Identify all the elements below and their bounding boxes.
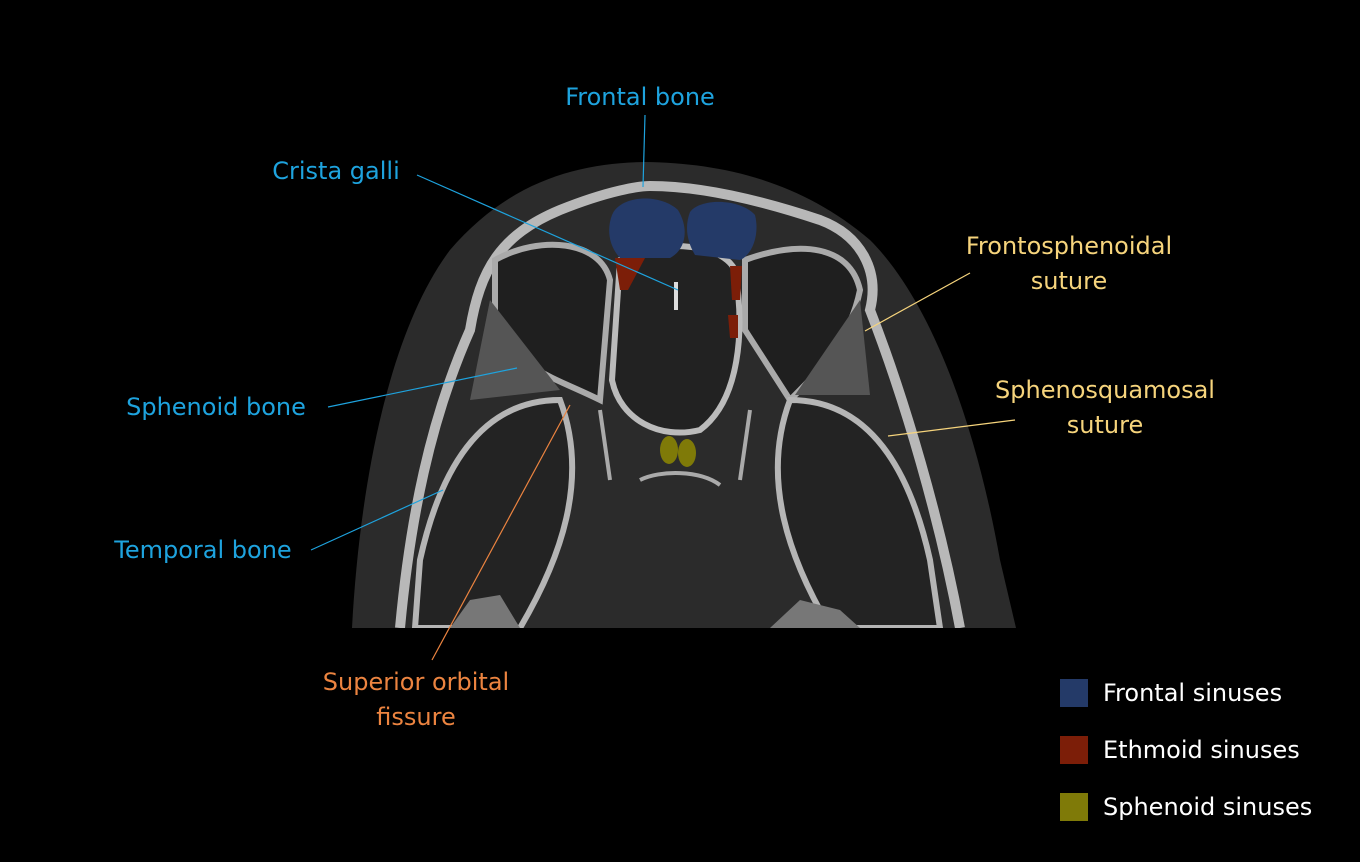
label-line: Superior orbital xyxy=(322,668,510,696)
label-line: suture xyxy=(1030,267,1108,295)
frontal-sinus-left xyxy=(609,198,685,258)
label-line: Sphenosquamosal xyxy=(995,376,1215,404)
sphenoid-sinus-left xyxy=(660,436,678,464)
leader-temporal-bone xyxy=(310,489,444,551)
legend-swatch xyxy=(1060,679,1088,707)
label-line: fissure xyxy=(376,703,456,731)
frontal-sinus-right xyxy=(687,201,757,260)
skull-bone xyxy=(395,180,965,628)
leader-crista-galli xyxy=(416,174,679,291)
legend-label: Frontal sinuses xyxy=(1103,679,1283,707)
leader-frontosphenoidal xyxy=(864,272,971,332)
petrous-left xyxy=(450,595,520,628)
legend-label: Sphenoid sinuses xyxy=(1103,793,1313,821)
label-line: suture xyxy=(1066,411,1144,439)
leader-superior-orbital-fissure xyxy=(431,404,571,661)
clivus xyxy=(598,409,752,487)
petrous-right xyxy=(770,600,860,628)
middle-fossa-left xyxy=(411,396,576,628)
legend-label: Ethmoid sinuses xyxy=(1103,736,1300,764)
label-sphenoid-bone: Sphenoid bone xyxy=(126,393,306,421)
legend-swatch xyxy=(1060,736,1088,764)
legend-ethmoid-sinuses: Ethmoid sinuses xyxy=(1060,736,1300,764)
legend-sphenoid-sinuses: Sphenoid sinuses xyxy=(1060,793,1312,821)
label-superior-orbital-fissure: Superior orbital fissure xyxy=(296,665,536,735)
leader-sphenosquamosal xyxy=(887,419,1016,437)
legend-swatch xyxy=(1060,793,1088,821)
label-frontal-bone: Frontal bone xyxy=(565,83,715,111)
label-frontosphenoidal-suture: Frontosphenoidal suture xyxy=(949,229,1189,299)
leader-sphenoid-bone xyxy=(327,367,518,408)
label-line: Frontosphenoidal xyxy=(965,232,1173,260)
label-sphenosquamosal-suture: Sphenosquamosal suture xyxy=(985,373,1225,443)
sphenoid-sinus-right xyxy=(678,439,696,467)
label-crista-galli: Crista galli xyxy=(272,157,400,185)
label-temporal-bone: Temporal bone xyxy=(114,536,292,564)
middle-fossa-right xyxy=(774,396,944,628)
anterior-fossa xyxy=(608,243,743,436)
ethmoid-sinus-right-1 xyxy=(730,266,742,300)
legend-frontal-sinuses: Frontal sinuses xyxy=(1060,679,1282,707)
sphenoid-wing-right xyxy=(795,300,870,395)
sphenoid-wing-left xyxy=(470,300,560,400)
leader-frontal-bone xyxy=(642,114,646,188)
ethmoid-sinus-right-2 xyxy=(728,315,738,338)
